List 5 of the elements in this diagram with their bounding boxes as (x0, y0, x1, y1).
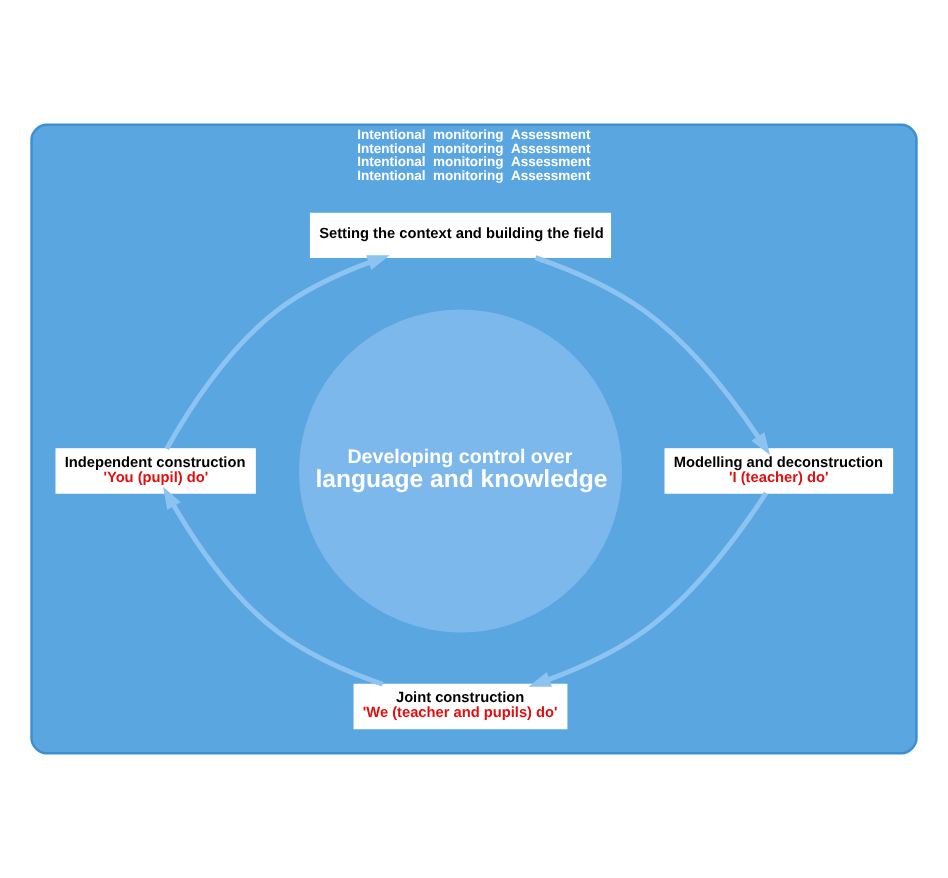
arrow (164, 255, 390, 450)
node-circle: Developing control over language and knowledge (299, 309, 622, 633)
arrow (534, 255, 771, 456)
arrow (528, 491, 768, 687)
arrow (163, 486, 384, 687)
